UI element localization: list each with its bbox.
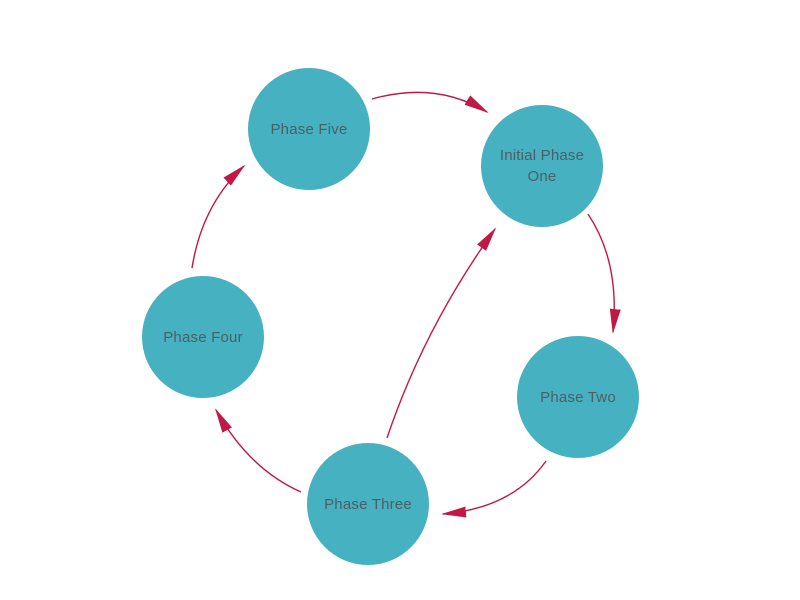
node-label: Phase Three: [324, 495, 412, 513]
connector-phase-five-to-initial-phase-one[interactable]: [371, 91, 489, 114]
node-phase-two[interactable]: Phase Two: [517, 336, 639, 458]
connector-initial-phase-one-to-phase-two[interactable]: [587, 213, 621, 334]
connector-phase-two-to-phase-three[interactable]: [441, 460, 547, 518]
node-phase-four[interactable]: Phase Four: [142, 276, 264, 398]
node-initial-phase-one[interactable]: Initial Phase One: [481, 105, 603, 227]
node-phase-five[interactable]: Phase Five: [248, 68, 370, 190]
connector-phase-four-to-phase-five[interactable]: [191, 164, 246, 269]
node-phase-three[interactable]: Phase Three: [307, 443, 429, 565]
node-label: Initial Phase One: [499, 147, 585, 185]
node-label: Phase Five: [270, 120, 348, 138]
node-label: Phase Four: [163, 328, 243, 346]
node-label: Phase Two: [540, 388, 616, 406]
connector-phase-three-to-phase-four[interactable]: [215, 408, 302, 493]
connector-phase-three-to-initial-phase-one[interactable]: [386, 227, 497, 439]
